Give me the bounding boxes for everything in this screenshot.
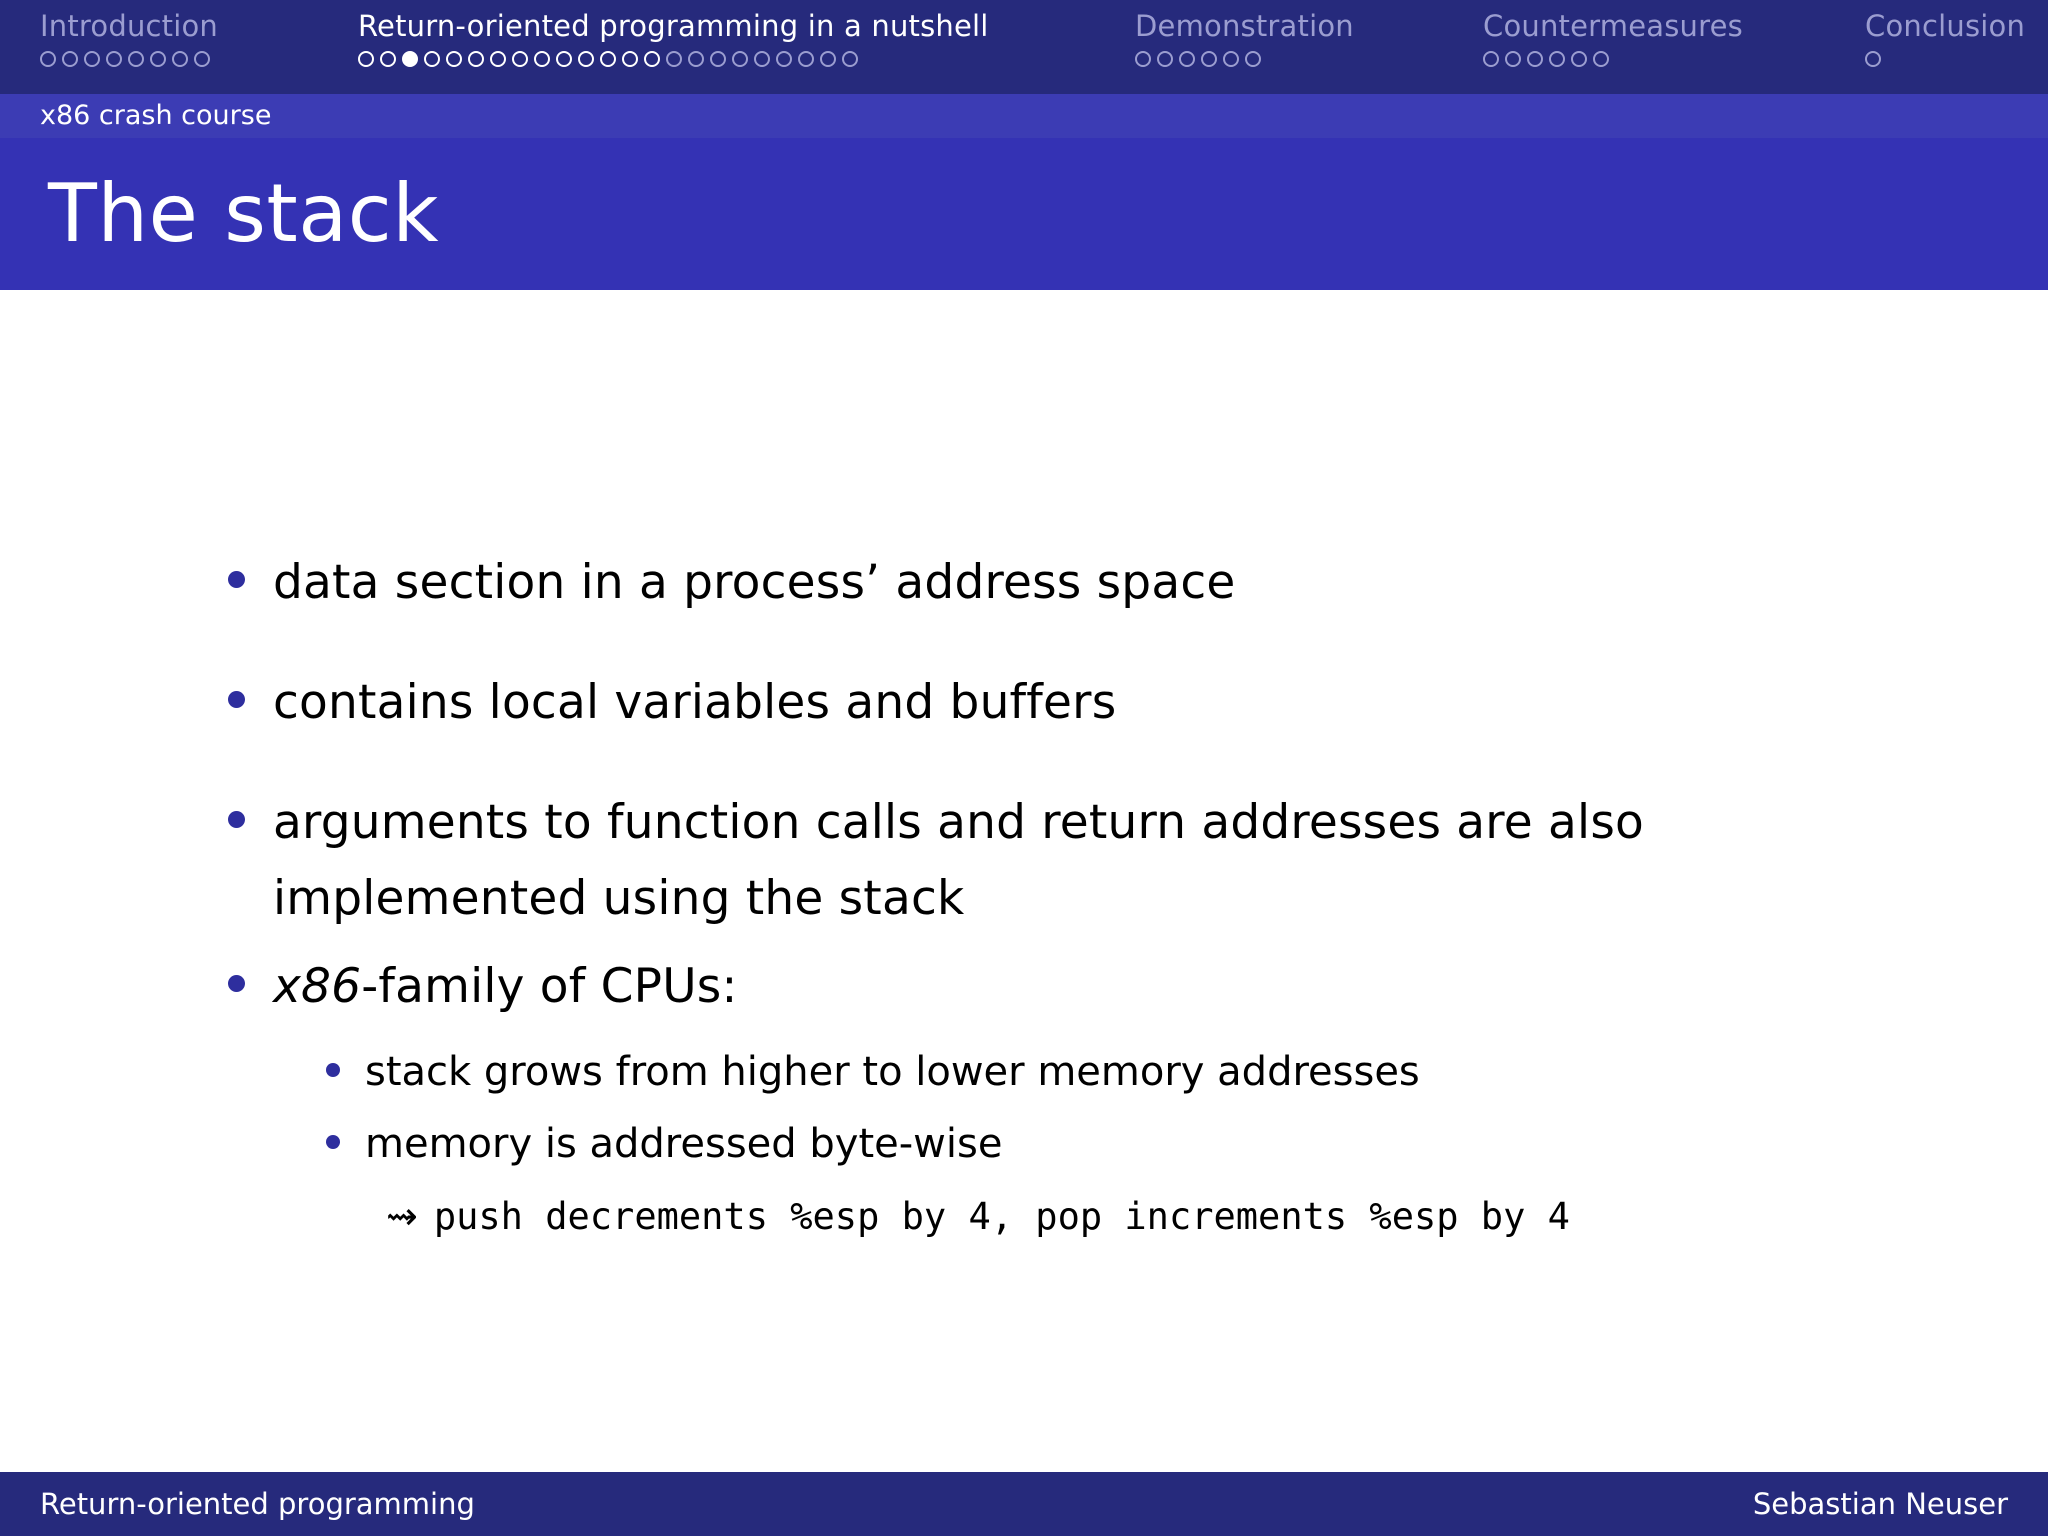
bullet-dot-icon <box>228 975 245 992</box>
nav-dot[interactable] <box>1245 51 1261 67</box>
nav-dot[interactable] <box>1483 51 1499 67</box>
sub-bullet-text: memory is addressed byte-wise <box>365 1121 1003 1167</box>
nav-dot[interactable] <box>1223 51 1239 67</box>
nav-dot[interactable] <box>534 51 550 67</box>
nav-dot[interactable] <box>380 51 396 67</box>
nav-section-label: Conclusion <box>1865 9 2026 43</box>
nav-dot[interactable] <box>468 51 484 67</box>
nav-dot[interactable] <box>842 51 858 67</box>
arrow-note-text: push decrements %esp by 4, pop increment… <box>433 1195 1570 1238</box>
bullet-dot-icon <box>228 811 245 828</box>
nav-dot[interactable] <box>1135 51 1151 67</box>
emphasis-x86: x86 <box>273 959 362 1014</box>
bullet-text-line-1: arguments to function calls and return a… <box>273 795 1644 850</box>
nav-dot[interactable] <box>1593 51 1609 67</box>
bullet-dot-icon <box>228 571 245 588</box>
slide-content: data section in a process’ address space… <box>0 290 2048 1472</box>
list-item-cpu: x86-family of CPUs: <box>228 949 1928 1025</box>
list-item: data section in a process’ address space <box>228 545 1928 621</box>
nav-dot[interactable] <box>84 51 100 67</box>
nav-dot[interactable] <box>40 51 56 67</box>
nav-dot[interactable] <box>776 51 792 67</box>
frame-title-bar: The stack <box>0 138 2048 290</box>
nav-section-label: Demonstration <box>1135 9 1354 43</box>
navigation-bar: Introduction Return-oriented programming… <box>0 0 2048 94</box>
nav-dots-introduction <box>40 48 210 70</box>
nav-dot[interactable] <box>1505 51 1521 67</box>
nav-dot[interactable] <box>1201 51 1217 67</box>
nav-dot[interactable] <box>644 51 660 67</box>
nav-dot[interactable] <box>1865 51 1881 67</box>
nav-dot[interactable] <box>62 51 78 67</box>
nav-dot[interactable] <box>754 51 770 67</box>
list-item: arguments to function calls and return a… <box>228 785 1928 937</box>
nav-section-label: Introduction <box>40 9 219 43</box>
cpu-bullet-rest: -family of CPUs: <box>361 959 738 1014</box>
bullet-text-line-2: implemented using the stack <box>273 871 965 926</box>
nav-dot[interactable] <box>512 51 528 67</box>
bullet-list: data section in a process’ address space… <box>228 545 1928 1248</box>
bullet-dot-icon <box>228 691 245 708</box>
nav-dot[interactable] <box>490 51 506 67</box>
nav-dot[interactable] <box>1527 51 1543 67</box>
nav-dot[interactable] <box>666 51 682 67</box>
nav-dot[interactable] <box>732 51 748 67</box>
nav-section-label: Return-oriented programming in a nutshel… <box>358 9 989 43</box>
nav-dot[interactable] <box>150 51 166 67</box>
nav-dot[interactable] <box>358 51 374 67</box>
nav-dot[interactable] <box>424 51 440 67</box>
nav-section-return-oriented-programming-in-a-nutshell[interactable]: Return-oriented programming in a nutshel… <box>358 0 989 70</box>
footer-author: Sebastian Neuser <box>1752 1487 2008 1521</box>
nav-dots-conclusion <box>1865 48 1881 70</box>
nav-dot[interactable] <box>1179 51 1195 67</box>
list-item: stack grows from higher to lower memory … <box>326 1041 1928 1103</box>
nav-dots-return-oriented-programming <box>358 48 858 70</box>
nav-dot[interactable] <box>446 51 462 67</box>
nav-dot[interactable] <box>622 51 638 67</box>
nav-dot[interactable] <box>1549 51 1565 67</box>
nav-dot[interactable] <box>402 51 418 67</box>
arrow-note: ⇝ push decrements %esp by 4, pop increme… <box>386 1185 1928 1248</box>
footer-bar: Return-oriented programming Sebastian Ne… <box>0 1472 2048 1536</box>
nav-dot[interactable] <box>194 51 210 67</box>
squiggly-arrow-icon: ⇝ <box>386 1194 418 1238</box>
nav-dot[interactable] <box>710 51 726 67</box>
bullet-text: arguments to function calls and return a… <box>273 785 1644 937</box>
nav-dot[interactable] <box>128 51 144 67</box>
nav-dot[interactable] <box>1571 51 1587 67</box>
nav-dot[interactable] <box>578 51 594 67</box>
footer-presentation-title: Return-oriented programming <box>40 1487 475 1521</box>
nav-dot[interactable] <box>798 51 814 67</box>
nav-section-conclusion[interactable]: Conclusion <box>1865 0 2025 70</box>
nav-dot[interactable] <box>600 51 616 67</box>
nav-dot[interactable] <box>172 51 188 67</box>
list-item: memory is addressed byte-wise <box>326 1113 1928 1175</box>
nav-dots-demonstration <box>1135 48 1261 70</box>
bullet-text: x86-family of CPUs: <box>273 949 738 1025</box>
list-item: contains local variables and buffers <box>228 665 1928 741</box>
nav-section-introduction[interactable]: Introduction <box>40 0 218 70</box>
sub-bullet-list: stack grows from higher to lower memory … <box>326 1041 1928 1248</box>
nav-dots-countermeasures <box>1483 48 1609 70</box>
bullet-dot-icon <box>326 1135 340 1149</box>
sub-bullet-text: stack grows from higher to lower memory … <box>365 1049 1420 1095</box>
page-title: The stack <box>48 167 440 260</box>
subsection-bar: x86 crash course <box>0 94 2048 138</box>
nav-dot[interactable] <box>556 51 572 67</box>
bullet-dot-icon <box>326 1063 340 1077</box>
nav-dot[interactable] <box>820 51 836 67</box>
bullet-text: contains local variables and buffers <box>273 675 1117 730</box>
nav-section-countermeasures[interactable]: Countermeasures <box>1483 0 1743 70</box>
bullet-text: data section in a process’ address space <box>273 555 1236 610</box>
subsection-label: x86 crash course <box>40 100 272 131</box>
nav-section-label: Countermeasures <box>1483 9 1743 43</box>
nav-dot[interactable] <box>1157 51 1173 67</box>
nav-section-demonstration[interactable]: Demonstration <box>1135 0 1354 70</box>
nav-dot[interactable] <box>106 51 122 67</box>
nav-dot[interactable] <box>688 51 704 67</box>
